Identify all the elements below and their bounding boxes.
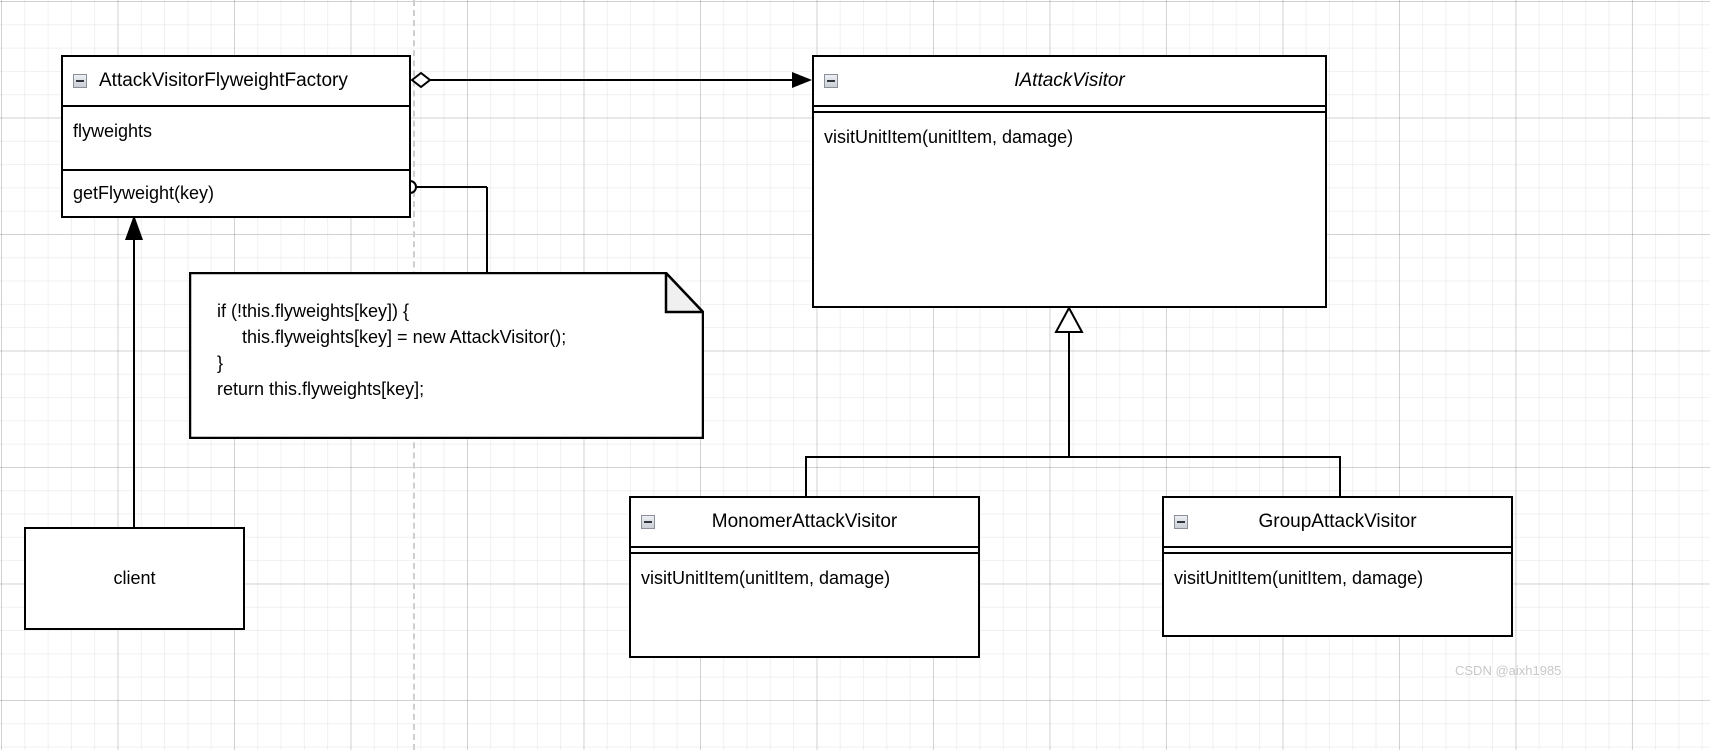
class-separator-double (814, 105, 1325, 113)
client-label: client (113, 568, 156, 588)
dependency-client-to-factory (125, 215, 143, 527)
class-name-label: MonomerAttackVisitor (711, 511, 898, 532)
class-method-visit-unit-item: visitUnitItem(unitItem, damage) (1174, 568, 1424, 588)
class-method-visit-unit-item: visitUnitItem(unitItem, damage) (824, 127, 1074, 147)
note-anchor-getflyweight (403, 180, 488, 274)
class-title-row: GroupAttackVisitor (1164, 498, 1511, 546)
generalization-tree (805, 305, 1341, 496)
class-method-visit-unit-item: visitUnitItem(unitItem, damage) (641, 568, 891, 588)
note-shape (189, 272, 704, 439)
class-name-label: AttackVisitorFlyweightFactory (99, 70, 348, 91)
class-separator-double (1164, 546, 1511, 554)
class-separator-double (631, 546, 978, 554)
class-name-label: IAttackVisitor (1014, 70, 1125, 91)
class-box-iattackvisitor[interactable]: IAttackVisitor visitUnitItem(unitItem, d… (812, 55, 1327, 308)
class-separator (63, 105, 409, 107)
class-box-group-attack-visitor[interactable]: GroupAttackVisitor visitUnitItem(unitIte… (1162, 496, 1513, 637)
class-separator (61, 169, 411, 171)
minus-collapse-icon[interactable] (824, 74, 838, 88)
class-box-monomer-attack-visitor[interactable]: MonomerAttackVisitor visitUnitItem(unitI… (629, 496, 980, 658)
client-box[interactable]: client (24, 527, 245, 630)
code-note[interactable]: if (!this.flyweights[key]) { this.flywei… (189, 272, 704, 439)
class-method-get-flyweight: getFlyweight(key) (73, 183, 215, 203)
note-code-text: if (!this.flyweights[key]) { this.flywei… (217, 301, 567, 399)
class-box-attack-visitor-flyweight-factory[interactable]: AttackVisitorFlyweightFactory flyweights… (61, 55, 411, 218)
minus-collapse-icon[interactable] (641, 515, 655, 529)
class-name-label: GroupAttackVisitor (1258, 511, 1417, 532)
class-title-row: AttackVisitorFlyweightFactory (63, 57, 409, 105)
class-attribute-flyweights: flyweights (73, 121, 153, 141)
class-title-row: IAttackVisitor (814, 57, 1325, 105)
class-title-row: MonomerAttackVisitor (631, 498, 978, 546)
minus-collapse-icon[interactable] (73, 74, 87, 88)
aggregation-factory-to-interface (410, 71, 812, 89)
minus-collapse-icon[interactable] (1174, 515, 1188, 529)
watermark-text: CSDN @aixh1985 (1455, 663, 1562, 678)
